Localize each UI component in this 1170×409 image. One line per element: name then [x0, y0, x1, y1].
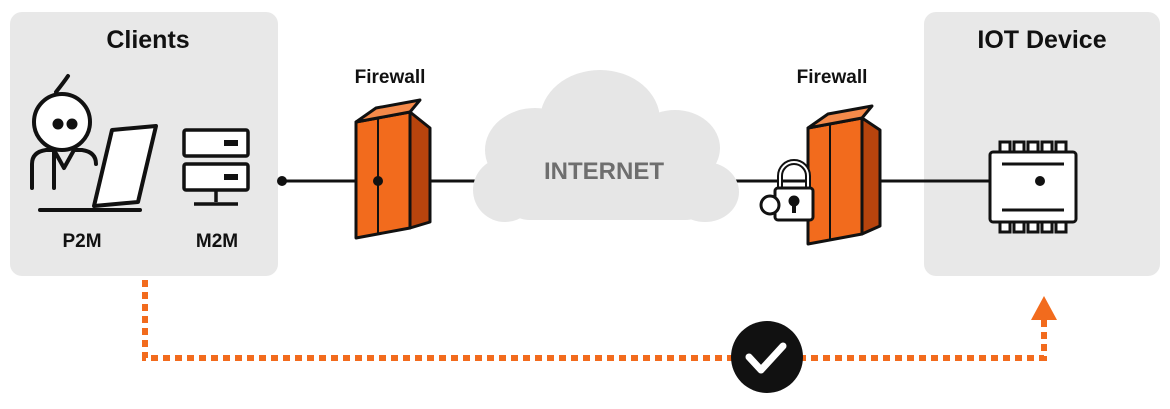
- iot-device-title: IOT Device: [977, 26, 1107, 54]
- connection-dot-left: [277, 176, 287, 186]
- firewall-right-icon: [806, 104, 882, 246]
- arrow-up-icon: [1031, 296, 1057, 320]
- firewall-right-label: Firewall: [796, 67, 868, 88]
- dotted-connection-path: [142, 280, 1047, 361]
- p2m-label: P2M: [62, 231, 102, 252]
- firewall-left-label: Firewall: [354, 67, 426, 88]
- firewall-left-icon: [354, 98, 432, 240]
- m2m-label: M2M: [195, 231, 239, 252]
- connection-dot-right: [1035, 176, 1045, 186]
- clients-title: Clients: [106, 26, 190, 54]
- cloud-icon: [473, 70, 739, 222]
- person-at-laptop-icon: [30, 74, 158, 212]
- keyhole-lock-icon: [759, 159, 815, 222]
- microchip-icon: [988, 140, 1078, 234]
- server-stack-icon: [182, 128, 250, 206]
- checkmark-icon: [731, 321, 803, 393]
- internet-label: INTERNET: [544, 158, 664, 185]
